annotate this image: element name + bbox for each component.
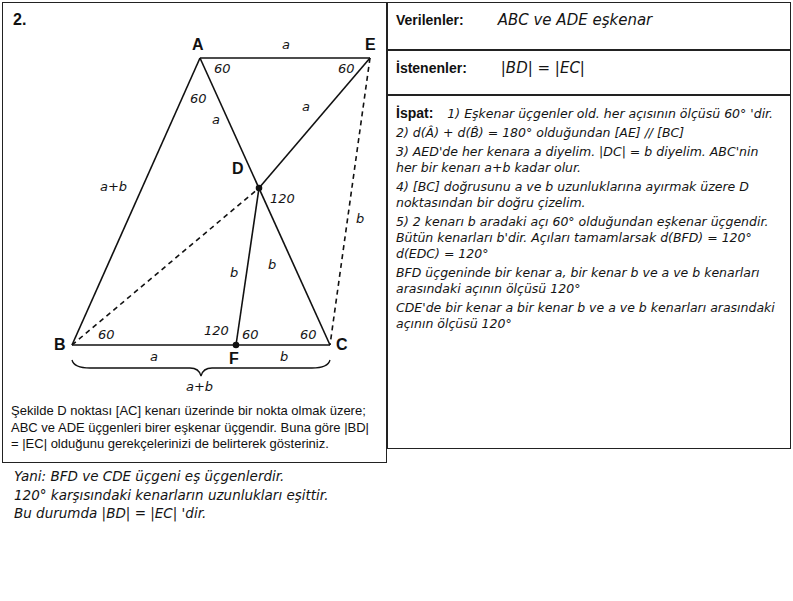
measure-label: b [280,350,288,365]
segment-ac [200,58,330,345]
point-label: D [232,160,244,178]
measure-label: 60 [190,92,207,107]
measure-label: 60 [242,328,259,343]
handwritten-answer: |BD| = |EC| [501,59,585,77]
segment-df [236,188,259,345]
measure-label: a [302,100,310,115]
measure-label: 60 [98,328,115,343]
dashed-ec [330,58,370,345]
segment-ae [200,57,370,59]
segment-ed [259,58,370,188]
proof-step: BFD üçgeninde bir kenar a, bir kenar b v… [396,265,782,297]
handwritten-note: 120° karşısındaki kenarların uzunlukları… [14,488,328,504]
figure-lines [72,58,370,376]
proof-step: 3) AED'de her kenara a diyelim. |DC| = b… [396,144,782,176]
point-f [234,343,239,348]
point-label: C [336,336,348,354]
measure-label: b [230,266,238,281]
measure-label: a [150,350,158,365]
point-label: E [365,36,376,54]
required-cell: İstenenler: |BD| = |EC| [387,50,791,95]
proof-step: 1) Eşkenar üçgenler old. her açısının öl… [447,106,773,121]
measure-label: b [268,258,276,273]
cell-heading: İspat: [396,105,433,121]
measure-label: b [356,212,364,227]
proof-step: 2) d(Â) + d(B̂) = 180° olduğundan [AE] /… [396,125,782,141]
measure-label: 60 [300,328,317,343]
proof-cell: İspat: 1) Eşkenar üçgenler old. her açısı… [387,95,791,449]
measure-label: 120 [270,192,295,207]
dashed-bd [72,188,259,345]
point-label: F [229,350,239,368]
handwritten-note: Bu durumda |BD| = |EC| 'dir. [14,506,206,522]
segment-ab [72,58,200,345]
proof-step: 5) 2 kenarı b aradaki açı 60° olduğundan… [396,214,782,262]
point-label: B [54,336,66,354]
segment-bc [72,344,330,346]
measure-label: a [212,113,220,128]
question-number: 2. [13,11,26,29]
cell-heading: İstenenler: [396,60,467,76]
measure-label: 60 [338,62,355,77]
point-d [257,186,262,191]
length-brace [72,360,330,376]
handwritten-answer: ABC ve ADE eşkenar [498,11,653,29]
point-label: A [192,36,204,54]
proof-step: 4) [BC] doğrusunu a ve b uzunluklarına a… [396,179,782,211]
problem-statement: Şekilde D noktası [AC] kenarı üzerinde b… [11,403,379,453]
handwritten-note: Yani: BFD ve CDE üçgeni eş üçgenlerdir. [14,469,284,485]
measure-label: 60 [214,62,231,77]
measure-label: a+b [100,180,127,195]
measure-label: a [282,38,290,53]
cell-heading: Verilenler: [396,12,464,28]
measure-label: 120 [204,324,229,339]
proof-step: CDE'de bir kenar a bir kenar b ve a ve b… [396,300,782,332]
given-cell: Verilenler: ABC ve ADE eşkenar [387,2,791,50]
measure-label: a+b [186,380,213,395]
